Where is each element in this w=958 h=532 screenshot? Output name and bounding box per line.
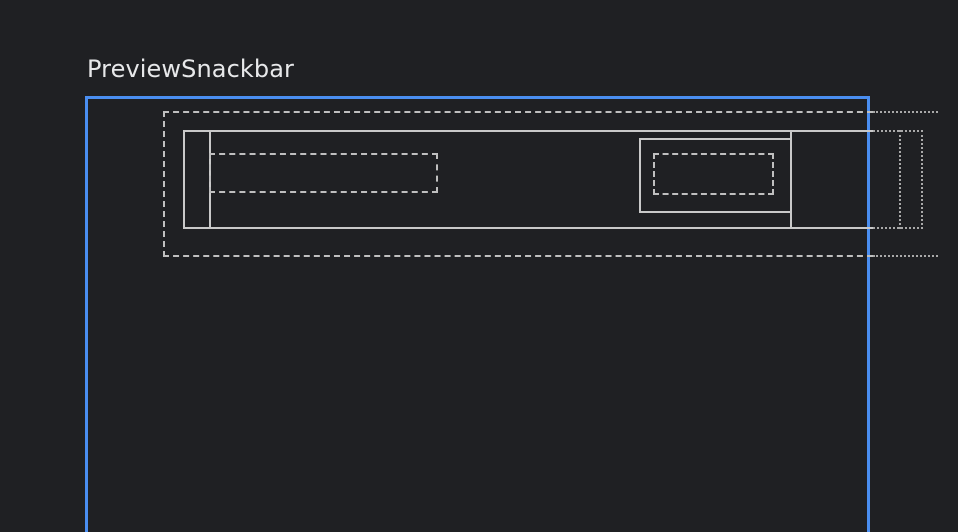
snackbar-host-overflow-bottom [873, 255, 938, 257]
preview-title[interactable]: PreviewSnackbar [87, 55, 294, 83]
preview-frame[interactable] [85, 96, 870, 532]
snackbar-host-bounds[interactable] [163, 111, 873, 257]
snackbar-host-overflow-top [873, 111, 938, 113]
snackbar-action-label-bounds[interactable] [653, 153, 774, 195]
snackbar-inner-overflow-right [899, 130, 901, 229]
snackbar-action-divider [639, 211, 792, 213]
snackbar-container-overflow-right [921, 130, 923, 229]
snackbar-message-bounds[interactable] [209, 153, 438, 193]
snackbar-layout-right-edge [790, 130, 792, 229]
snackbar-container-overflow-top [873, 130, 923, 132]
snackbar-container-overflow-bottom [873, 227, 923, 229]
